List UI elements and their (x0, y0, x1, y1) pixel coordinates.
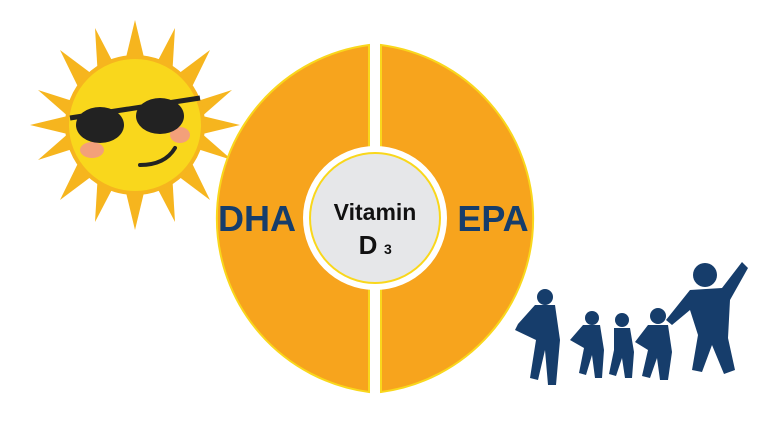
epa-label: EPA (457, 198, 528, 239)
sun-with-sunglasses-icon (30, 20, 240, 230)
dha-segment (215, 43, 370, 394)
d-label: D (359, 230, 378, 260)
subscript-3: 3 (384, 241, 392, 257)
vitamin-d3-center (309, 152, 441, 284)
running-family-icon (515, 262, 748, 385)
vitamin-label: Vitamin (334, 199, 417, 225)
dha-label: DHA (218, 198, 296, 239)
epa-segment (380, 43, 535, 394)
